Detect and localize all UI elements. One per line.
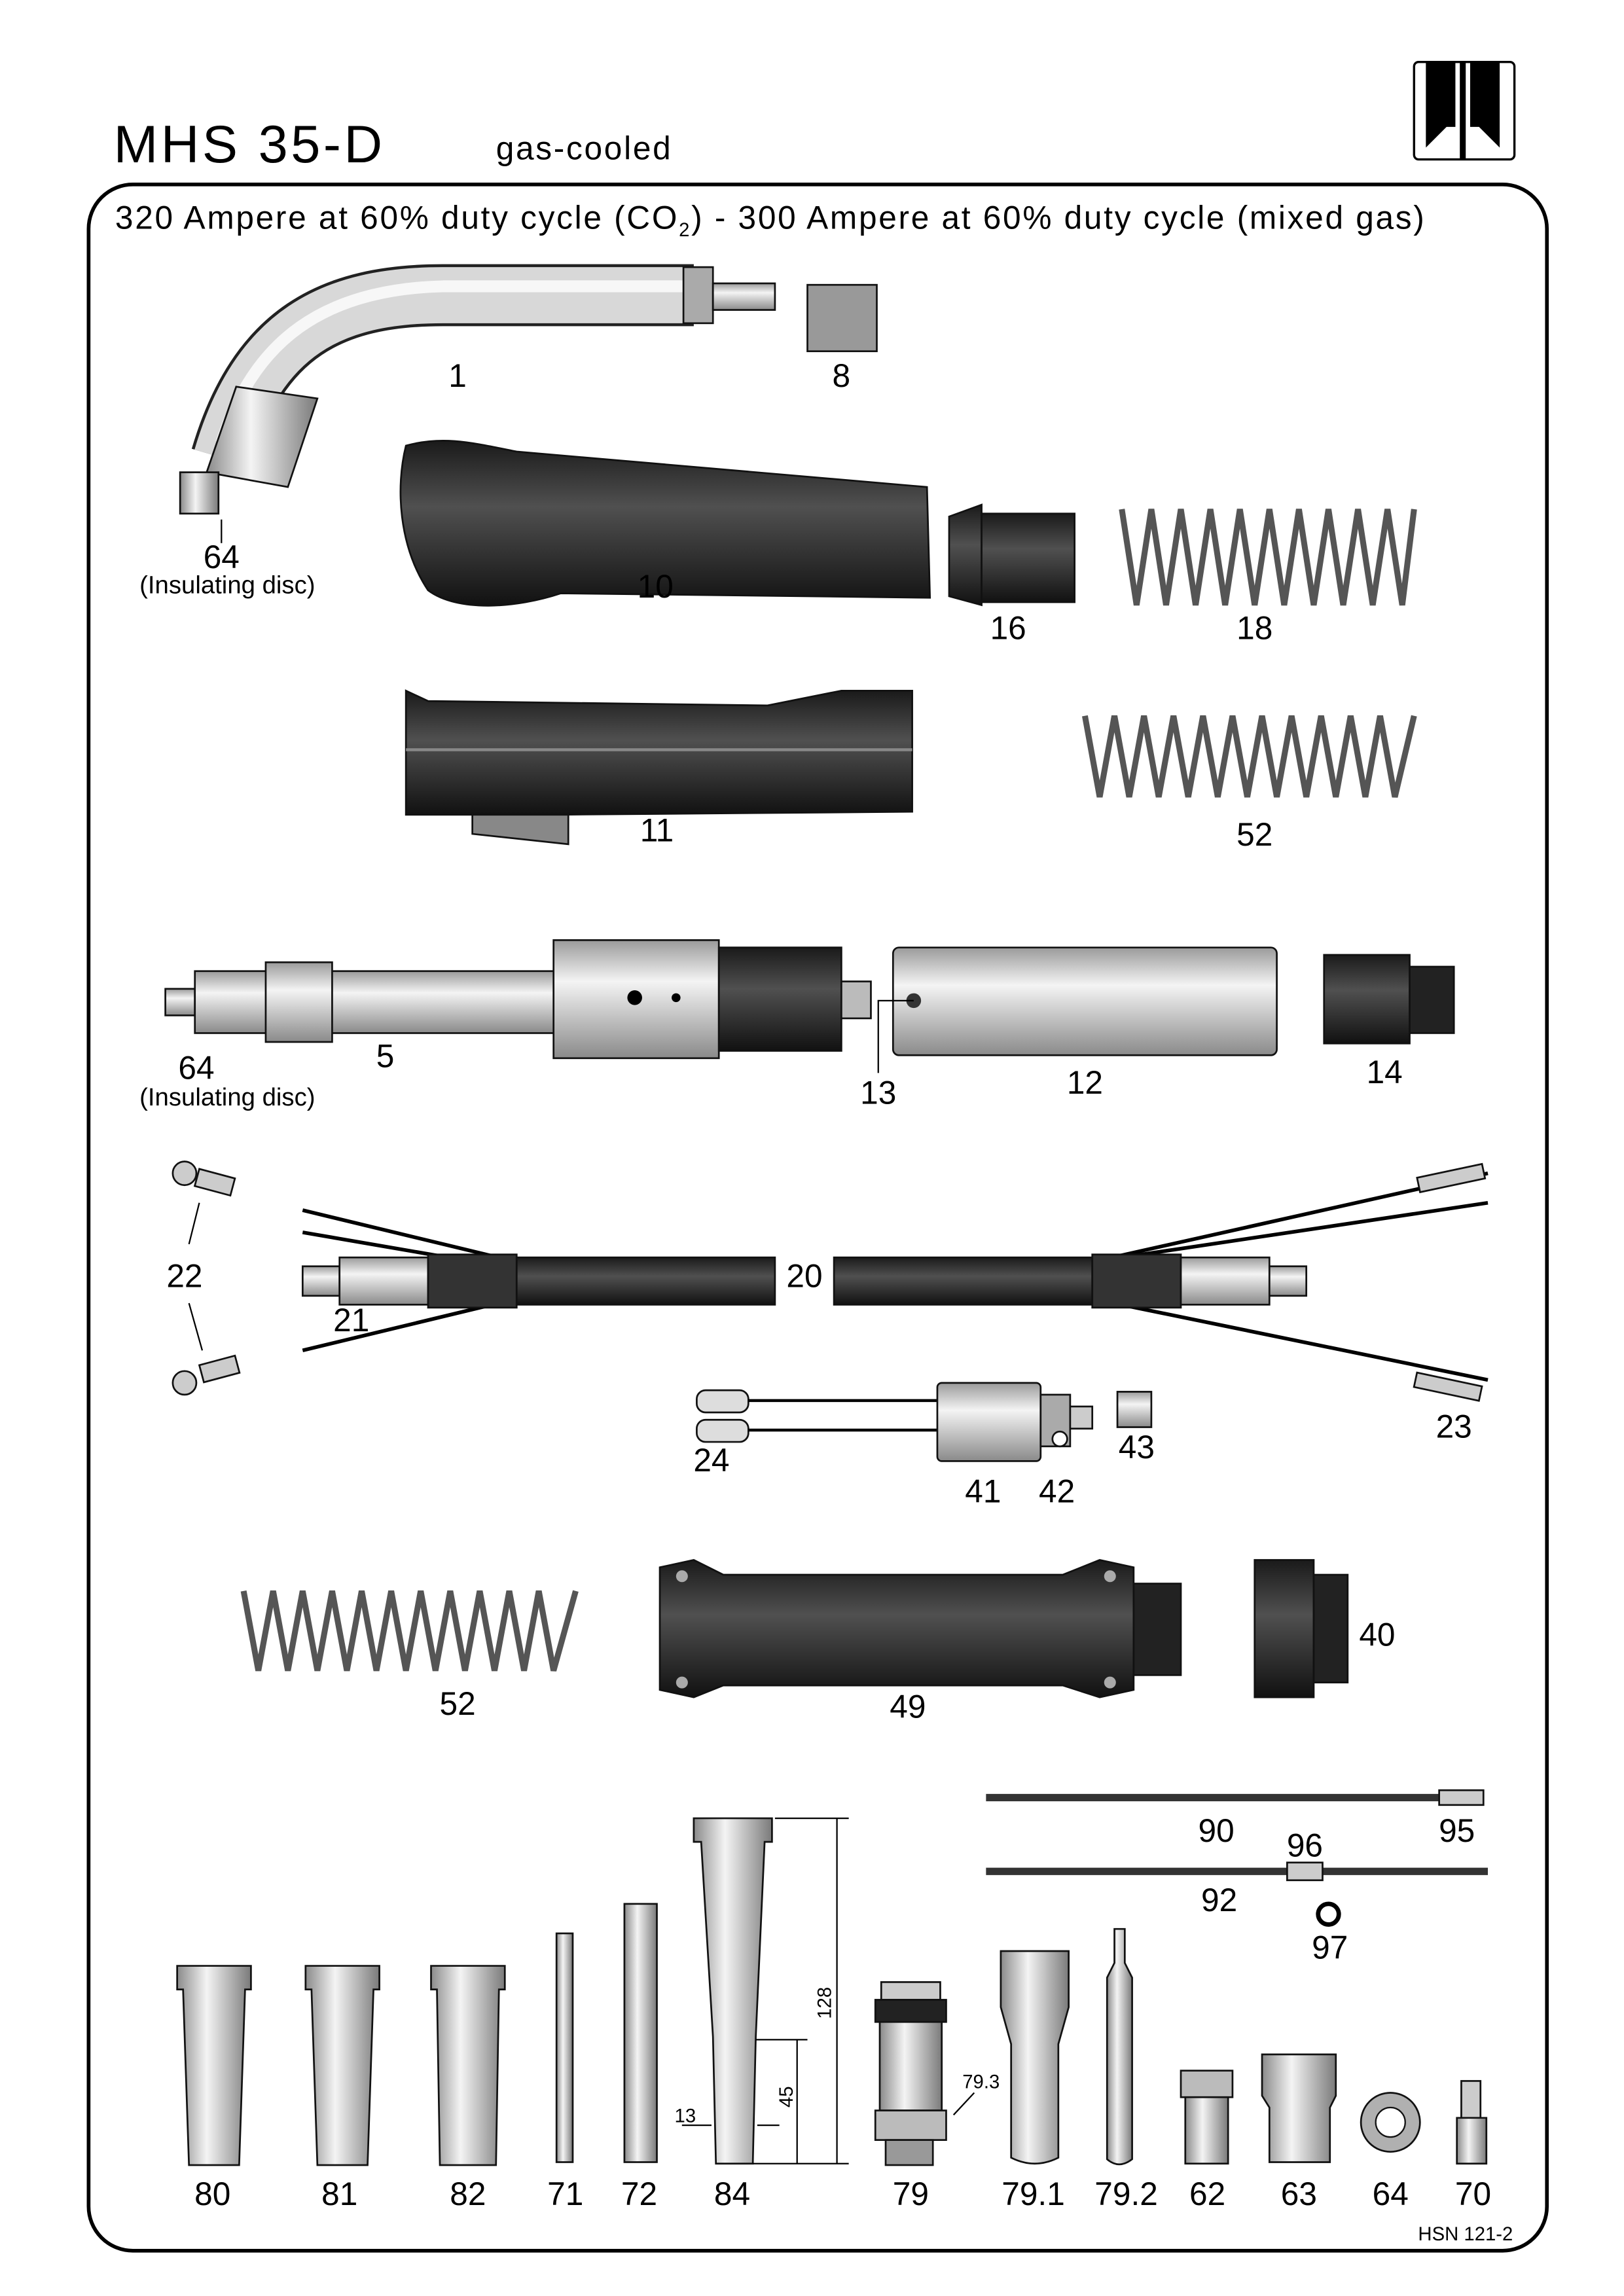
part-16-connector[interactable] (948, 503, 1076, 607)
label-72: 72 (621, 2176, 657, 2212)
label-80: 80 (194, 2176, 230, 2212)
label-92: 92 (1201, 1882, 1237, 1918)
label-95: 95 (1439, 1812, 1475, 1849)
part-70-contact-tip[interactable] (1456, 2080, 1488, 2165)
parts-frame (86, 183, 1549, 2253)
label-79: 79 (893, 2176, 929, 2212)
label-11: 11 (640, 812, 674, 848)
part-1-torch-neck[interactable] (179, 264, 776, 515)
part-8-insulator[interactable] (806, 283, 878, 353)
label-79-1: 79.1 (1001, 2176, 1065, 2212)
dimension-128: 128 (814, 1987, 836, 2019)
document-code: HSN 121-2 (1418, 2223, 1513, 2245)
label-79-2: 79.2 (1094, 2176, 1158, 2212)
label-16: 16 (990, 609, 1026, 646)
part-81-gas-nozzle[interactable] (304, 1965, 380, 2166)
part-49-handle-tube[interactable] (659, 1559, 1182, 1698)
part-11-handle-shell[interactable] (405, 689, 913, 846)
label-5: 5 (376, 1037, 395, 1074)
label-64-a: 64 (204, 539, 240, 575)
label-22: 22 (166, 1257, 202, 1294)
label-42: 42 (1039, 1473, 1075, 1510)
label-90: 90 (1199, 1812, 1235, 1849)
dimension-45: 45 (776, 2086, 797, 2108)
label-14: 14 (1367, 1054, 1403, 1090)
part-82-gas-nozzle[interactable] (430, 1965, 506, 2166)
part-97-o-ring[interactable] (1316, 1901, 1341, 1927)
label-24: 24 (693, 1442, 729, 1479)
label-40: 40 (1359, 1616, 1395, 1653)
label-23: 23 (1436, 1408, 1472, 1444)
label-64-b: 64 (178, 1049, 214, 1086)
part-18-spring[interactable] (1119, 509, 1417, 606)
dimension-79-3: 79.3 (962, 2072, 1000, 2093)
label-21: 21 (333, 1302, 369, 1338)
label-49: 49 (890, 1689, 926, 1725)
part-52-spring-a[interactable] (1082, 715, 1417, 798)
label-97: 97 (1312, 1929, 1348, 1965)
part-79-adapter[interactable] (874, 1981, 947, 2166)
part-5-body-tube[interactable] (164, 939, 872, 1060)
dimension-13: 13 (675, 2106, 696, 2127)
part-52-spring-b[interactable] (240, 1590, 579, 1672)
label-12: 12 (1067, 1064, 1103, 1101)
label-41: 41 (965, 1473, 1001, 1510)
brand-logo (1413, 61, 1516, 161)
part-43-cap[interactable] (1116, 1391, 1153, 1428)
rating-text: 320 Ampere at 60% duty cycle (CO2) - 300… (115, 200, 1426, 241)
part-71-rod[interactable] (555, 1932, 574, 2163)
part-72-rod[interactable] (623, 1903, 658, 2163)
part-24-flat-connectors[interactable] (696, 1389, 937, 1443)
label-18: 18 (1236, 609, 1272, 646)
part-92-liner[interactable] (986, 1861, 1489, 1882)
page-subtitle: gas-cooled (496, 130, 673, 167)
part-80-gas-nozzle[interactable] (176, 1965, 252, 2166)
label-10: 10 (638, 568, 674, 605)
part-79-2-tip[interactable] (1106, 1928, 1133, 2166)
part-41-switch[interactable] (936, 1382, 1094, 1462)
part-10-handle[interactable] (399, 439, 931, 607)
part-42-button[interactable] (1051, 1430, 1068, 1448)
label-62: 62 (1189, 2176, 1225, 2212)
part-23-pins[interactable] (1413, 1162, 1487, 1402)
label-20: 20 (786, 1257, 822, 1294)
label-52-b: 52 (440, 1685, 476, 1722)
part-40-end-cap[interactable] (1254, 1559, 1349, 1698)
label-71: 71 (547, 2176, 583, 2212)
label-63: 63 (1281, 2176, 1317, 2212)
label-70: 70 (1455, 2176, 1491, 2212)
label-43: 43 (1119, 1429, 1155, 1465)
part-14-nut[interactable] (1323, 954, 1455, 1045)
label-82: 82 (450, 2176, 486, 2212)
dimension-lines (681, 1817, 975, 2164)
part-20-cable[interactable] (301, 1171, 1489, 1382)
label-13: 13 (860, 1075, 896, 1111)
label-insulating-disc-a: (Insulating disc) (139, 571, 315, 599)
label-96: 96 (1287, 1827, 1323, 1864)
page-title: MHS 35-D (114, 115, 386, 174)
label-81: 81 (321, 2176, 357, 2212)
part-79-1-nozzle[interactable] (1000, 1950, 1070, 2164)
part-12-sleeve[interactable] (892, 946, 1278, 1056)
part-84-nozzle[interactable] (693, 1817, 773, 2165)
part-63-gas-diffuser[interactable] (1261, 2053, 1337, 2163)
part-90-liner[interactable] (986, 1789, 1485, 1806)
part-62-diffuser[interactable] (1180, 2070, 1234, 2165)
label-84: 84 (714, 2176, 750, 2212)
label-8: 8 (833, 357, 851, 394)
label-52-a: 52 (1236, 816, 1272, 853)
part-22-ring-lugs[interactable] (171, 1160, 241, 1396)
label-64-c: 64 (1373, 2176, 1409, 2212)
label-insulating-disc-b: (Insulating disc) (139, 1083, 315, 1111)
label-1: 1 (448, 357, 467, 394)
